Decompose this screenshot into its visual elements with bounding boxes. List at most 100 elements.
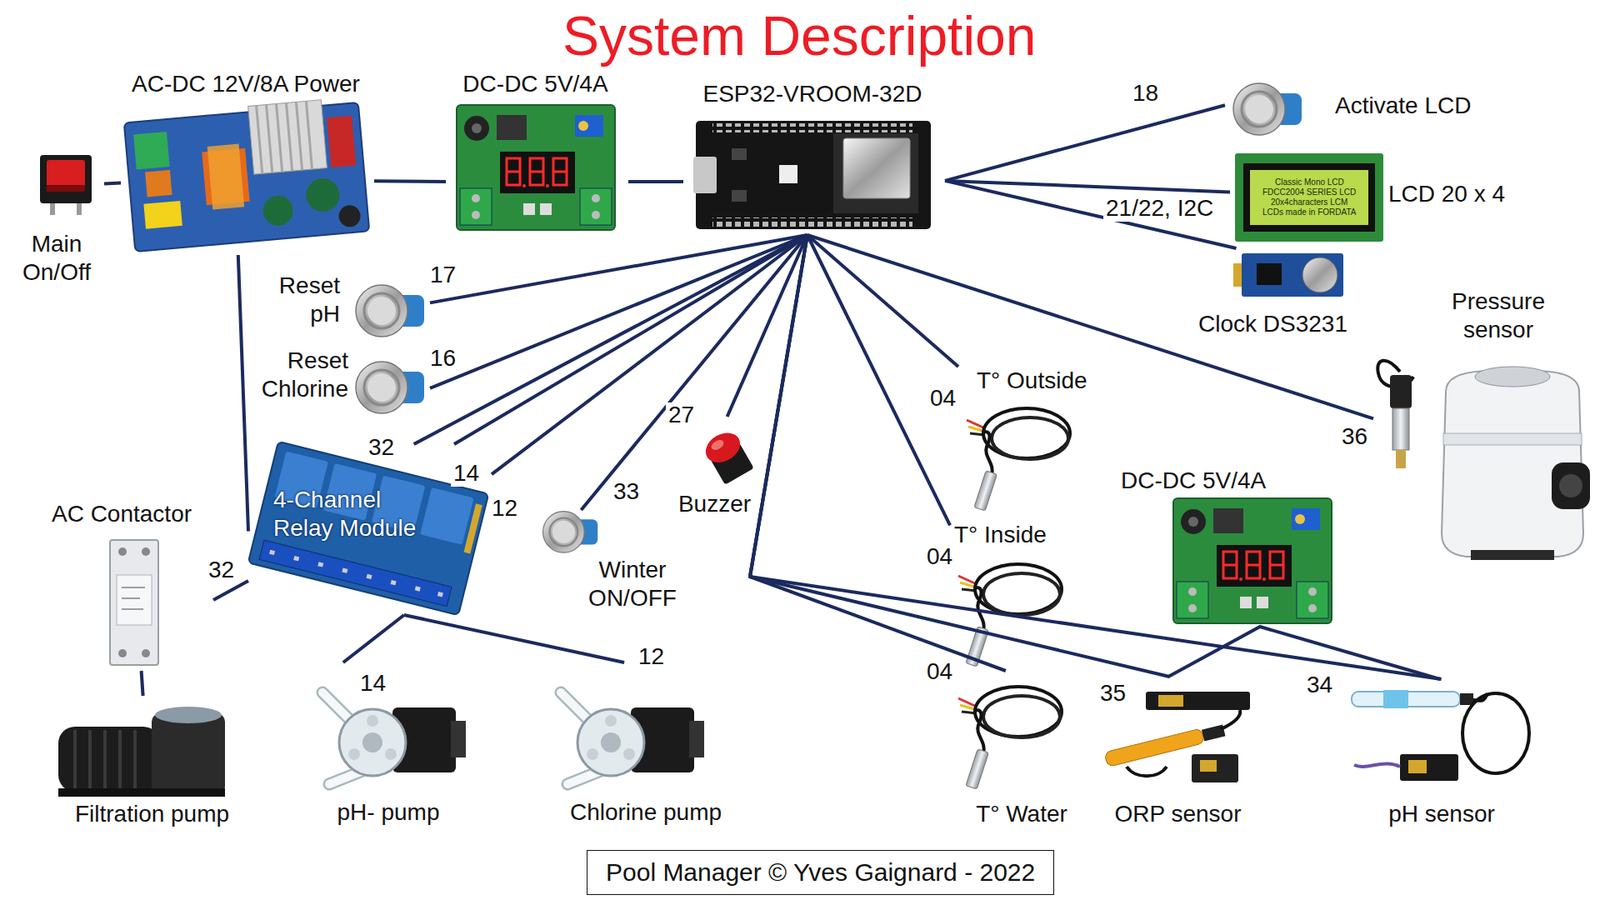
component-box: DC-DC 5V/4A <box>445 70 629 237</box>
component-box: Chlorine pump <box>541 662 754 834</box>
wire-connector <box>238 255 249 532</box>
rocker-switch <box>40 155 92 215</box>
component-label: Pressure sensor <box>1431 287 1565 344</box>
component-label: Buzzer <box>666 490 763 519</box>
component-box: ESP32-VROOM-32D <box>683 80 945 235</box>
pin-number: 14 <box>357 670 389 697</box>
component-box: Reset pH <box>266 268 430 344</box>
buzzer <box>700 426 755 485</box>
component-label: T° Water <box>950 800 1094 829</box>
component-box: pH- pump <box>300 662 480 834</box>
wire-connector <box>750 235 1170 677</box>
filtration-pump <box>58 706 225 797</box>
component-label: Clock DS3231 <box>1183 310 1363 339</box>
wire-connector <box>727 235 808 417</box>
peristaltic-pump <box>560 692 705 785</box>
lcd-screen-text: FDCC2004 SERIES LCD <box>1262 187 1356 198</box>
wire-connector <box>945 105 1225 181</box>
pin-number: 32 <box>365 435 397 461</box>
wire-connector <box>414 235 808 445</box>
wire-connector <box>141 670 144 696</box>
pin-number: 35 <box>1097 680 1129 707</box>
push-button <box>543 511 599 554</box>
component-box: T° Outside <box>958 366 1112 513</box>
wire-connector <box>580 235 807 510</box>
component-label: Main On/Off <box>12 230 101 286</box>
lcd-screen-text: 20x4characters LCM <box>1270 197 1348 208</box>
component-label: Reset Chlorine <box>246 346 349 403</box>
pin-number: 04 <box>924 659 955 685</box>
pin-number: 32 <box>205 557 237 584</box>
component-box: pH sensor <box>1341 679 1545 834</box>
wire-connector <box>491 235 808 475</box>
component-label: AC Contactor <box>33 500 210 529</box>
wire-connector <box>374 179 446 184</box>
wire-connector <box>213 580 249 600</box>
rtc-module <box>1233 253 1344 297</box>
wire-connector <box>343 615 405 663</box>
pin-number: 27 <box>665 402 697 429</box>
component-box: T° Inside <box>950 520 1094 667</box>
pin-number: 04 <box>927 385 959 412</box>
component-label: pH- pump <box>300 798 477 827</box>
component-label: DC-DC 5V/4A <box>1120 466 1305 495</box>
component-label: ORP sensor <box>1095 800 1260 829</box>
component-label: Reset pH <box>266 271 340 328</box>
component-box: Main On/Off <box>11 143 105 299</box>
wire-connector <box>945 180 1237 249</box>
lcd-display <box>1235 153 1384 242</box>
pin-number: 12 <box>489 495 520 522</box>
pin-number: 36 <box>1339 424 1370 450</box>
pin-number: 18 <box>1130 80 1161 107</box>
pin-number: 34 <box>1304 672 1335 699</box>
component-box: Winter ON/OFF <box>533 510 688 617</box>
component-box: DC-DC 5V/4A <box>1116 456 1338 624</box>
ac-contactor <box>110 540 159 665</box>
dcdc-converter <box>456 105 615 230</box>
component-box: Activate LCD <box>1225 76 1509 142</box>
diagram-title: System Description <box>562 5 1037 69</box>
component-box: Reset Chlorine <box>246 345 430 419</box>
dcdc-converter <box>1173 498 1332 624</box>
component-box: Filtration pump <box>45 695 262 834</box>
pin-number: 04 <box>924 544 955 570</box>
pin-number: 17 <box>427 262 459 289</box>
component-box: T° Water <box>950 670 1097 834</box>
copyright-caption: Pool Manager © Yves Gaignard - 2022 <box>586 850 1055 895</box>
pin-number: 14 <box>450 460 482 487</box>
peristaltic-pump <box>322 692 466 785</box>
pin-number: 33 <box>610 479 642 505</box>
wire-connector <box>104 182 121 184</box>
component-label: T° Outside <box>976 366 1109 395</box>
wire-connector <box>807 235 950 525</box>
component-label: Filtration pump <box>45 800 259 829</box>
wire-connector <box>404 615 625 663</box>
acdc-power-board <box>123 96 370 252</box>
pin-number: 12 <box>635 644 667 670</box>
component-label: Winter ON/OFF <box>579 555 686 612</box>
wire-connector <box>807 235 959 367</box>
pressure-sensor <box>1377 360 1414 469</box>
wire-connector <box>454 235 808 445</box>
pin-number: 16 <box>427 345 459 372</box>
component-label: AC-DC 12V/8A Power <box>120 70 371 99</box>
esp32-board <box>693 120 931 230</box>
lcd-screen-text: LCDs made in FORDATA <box>1262 207 1356 218</box>
component-label: ESP32-VROOM-32D <box>683 80 942 109</box>
component-label: DC-DC 5V/4A <box>445 70 625 99</box>
component-label: T° Inside <box>954 520 1092 550</box>
component-box: Clock DS3231 <box>1183 248 1366 345</box>
component-box: AC-DC 12V/8A Power <box>120 70 375 255</box>
component-label: Activate LCD <box>1335 91 1506 120</box>
wire-connector <box>807 235 1374 419</box>
push-button <box>355 361 425 414</box>
ph-probe <box>1351 690 1530 781</box>
pin-number: 21/22, I2C <box>1103 195 1216 222</box>
lcd-screen-text: Classic Mono LCD <box>1275 177 1345 188</box>
component-box: Buzzer <box>666 416 766 521</box>
wire-connector <box>628 180 684 184</box>
wire-connector <box>750 235 1442 680</box>
